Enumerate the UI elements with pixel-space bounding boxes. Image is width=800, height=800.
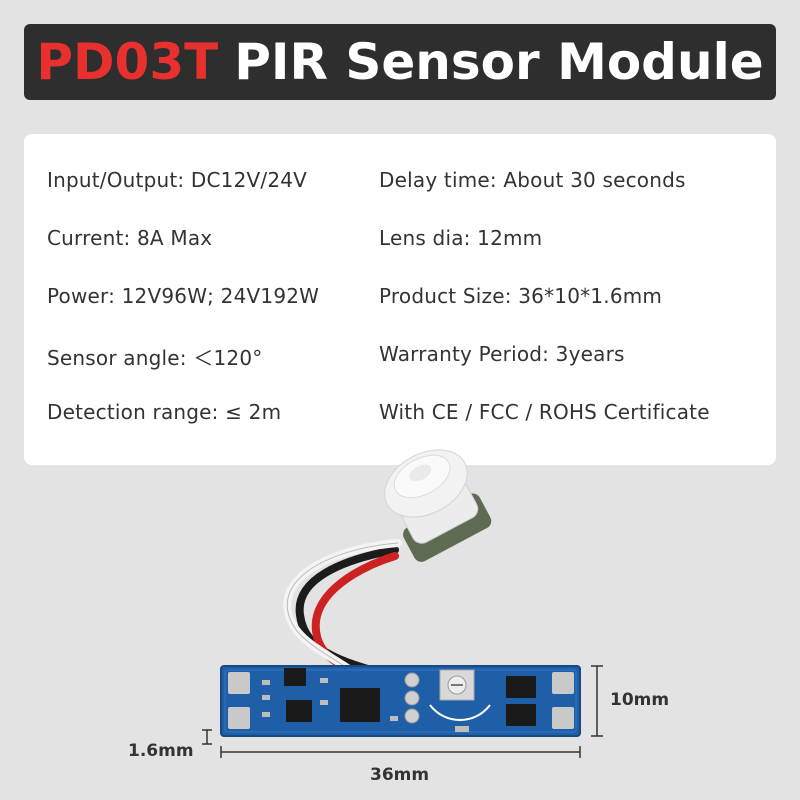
spec-card: Input/Output: DC12V/24V Current: 8A Max … xyxy=(24,134,776,465)
model-name: PD03T xyxy=(36,33,219,91)
pcb-board xyxy=(220,665,581,737)
spec-current: Current: 8A Max xyxy=(47,226,213,250)
spec-product-size: Product Size: 36*10*1.6mm xyxy=(379,284,663,308)
dimension-lines xyxy=(202,665,603,758)
product-title: PIR Sensor Module xyxy=(234,33,764,91)
title-banner: PD03T PIR Sensor Module xyxy=(24,24,776,100)
spec-power: Power: 12V96W; 24V192W xyxy=(47,284,320,308)
spec-input-output: Input/Output: DC12V/24V xyxy=(47,168,308,192)
thickness-dimension-label: 1.6mm xyxy=(128,741,194,761)
spec-certificate: With CE / FCC / ROHS Certificate xyxy=(379,400,710,424)
spec-warranty: Warranty Period: 3years xyxy=(379,342,625,366)
spec-lens-dia: Lens dia: 12mm xyxy=(379,226,543,250)
pir-sensor-head xyxy=(384,449,492,562)
length-dimension-label: 36mm xyxy=(370,765,430,785)
pir-module-illustration xyxy=(202,449,603,758)
spec-detection-range: Detection range: ≤ 2m xyxy=(47,400,282,424)
spec-sensor-angle: Sensor angle: ＜120° xyxy=(47,346,263,370)
height-dimension-label: 10mm xyxy=(610,690,670,710)
spec-delay-time: Delay time: About 30 seconds xyxy=(379,168,686,192)
